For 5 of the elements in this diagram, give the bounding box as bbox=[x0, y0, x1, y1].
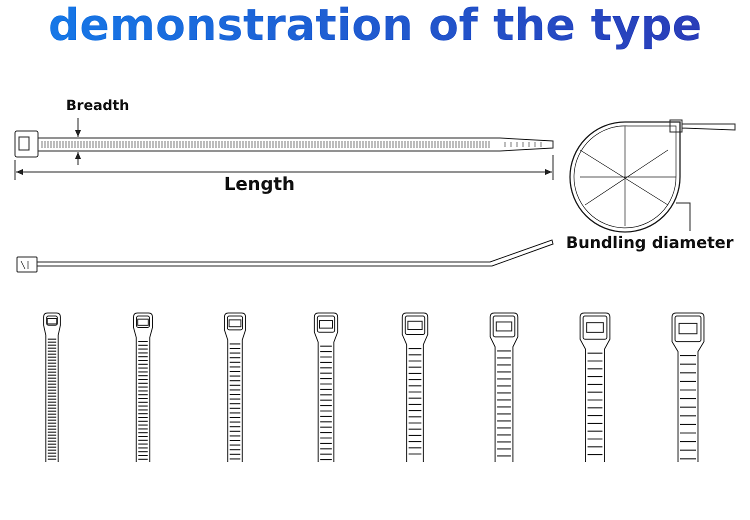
dimension-label: Breadth bbox=[66, 98, 130, 114]
bundled-tie-drawing bbox=[569, 120, 736, 233]
dimension-label: Length bbox=[224, 174, 295, 195]
leader-line bbox=[676, 202, 690, 232]
callout-label: Bundling diameter bbox=[566, 233, 734, 252]
